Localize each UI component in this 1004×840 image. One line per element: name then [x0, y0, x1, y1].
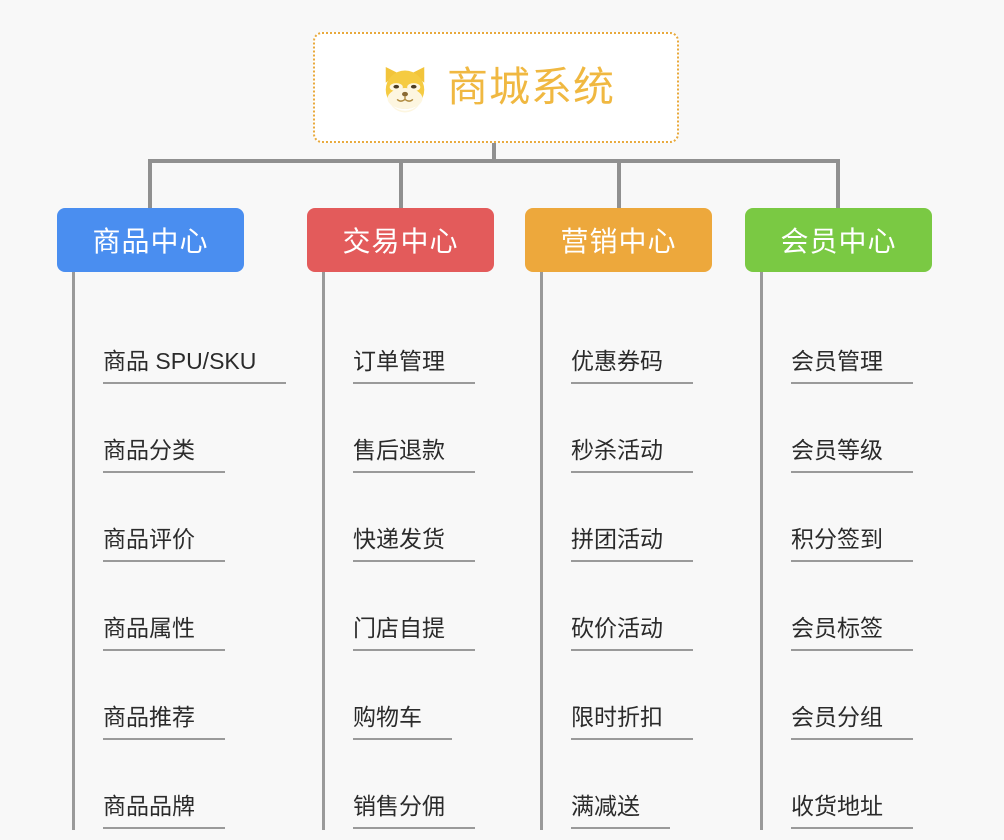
connector-drop-4	[836, 159, 840, 209]
list-item[interactable]: 限时折扣	[525, 651, 712, 740]
list-item[interactable]: 商品分类	[57, 384, 244, 473]
list-item[interactable]: 快递发货	[307, 473, 494, 562]
leaf-label: 商品属性	[103, 617, 225, 651]
list-item[interactable]: 商品推荐	[57, 651, 244, 740]
leaf-label: 会员分组	[791, 706, 913, 740]
list-item[interactable]: 会员等级	[745, 384, 932, 473]
list-item[interactable]: 商品属性	[57, 562, 244, 651]
list-item[interactable]: 售后退款	[307, 384, 494, 473]
leaf-label: 售后退款	[353, 439, 475, 473]
leaf-label: 商品品牌	[103, 795, 225, 829]
list-item[interactable]: 会员分组	[745, 651, 932, 740]
connector-drop-2	[399, 159, 403, 209]
leaf-label: 商品评价	[103, 528, 225, 562]
branch-body-1: 商品 SPU/SKU 商品分类 商品评价 商品属性 商品推荐 商品品牌	[57, 272, 287, 830]
leaf-label: 限时折扣	[571, 706, 693, 740]
leaf-label: 满减送	[571, 795, 670, 829]
leaf-label: 会员标签	[791, 617, 913, 651]
list-item[interactable]: 拼团活动	[525, 473, 712, 562]
branch-header-4[interactable]: 会员中心	[745, 208, 932, 272]
leaf-label: 购物车	[353, 706, 452, 740]
leaf-label: 销售分佣	[353, 795, 475, 829]
leaf-label: 订单管理	[353, 350, 475, 384]
list-item[interactable]: 订单管理	[307, 295, 494, 384]
list-item[interactable]: 收货地址	[745, 740, 932, 829]
branch-column-2: 交易中心 订单管理 售后退款 快递发货 门店自提 购物车 销售分佣	[307, 208, 494, 830]
list-item[interactable]: 积分签到	[745, 473, 932, 562]
list-item[interactable]: 商品品牌	[57, 740, 244, 829]
list-item[interactable]: 购物车	[307, 651, 494, 740]
list-item[interactable]: 会员标签	[745, 562, 932, 651]
branch-rail-2	[322, 272, 325, 830]
list-item[interactable]: 门店自提	[307, 562, 494, 651]
leaf-label: 优惠券码	[571, 350, 693, 384]
list-item[interactable]: 商品 SPU/SKU	[57, 295, 287, 384]
branch-rail-1	[72, 272, 75, 830]
list-item[interactable]: 秒杀活动	[525, 384, 712, 473]
list-item[interactable]: 优惠券码	[525, 295, 712, 384]
branch-header-2[interactable]: 交易中心	[307, 208, 494, 272]
connector-horizontal-bus	[148, 159, 840, 163]
branch-body-4: 会员管理 会员等级 积分签到 会员标签 会员分组 收货地址	[745, 272, 932, 830]
branch-rail-4	[760, 272, 763, 830]
connector-drop-3	[617, 159, 621, 209]
leaf-label: 收货地址	[791, 795, 913, 829]
shiba-dog-face-icon	[377, 60, 433, 116]
connector-drop-1	[148, 159, 152, 209]
branch-rail-3	[540, 272, 543, 830]
branch-column-3: 营销中心 优惠券码 秒杀活动 拼团活动 砍价活动 限时折扣 满减送	[525, 208, 712, 830]
leaf-label: 会员管理	[791, 350, 913, 384]
branch-header-3[interactable]: 营销中心	[525, 208, 712, 272]
leaf-label: 秒杀活动	[571, 439, 693, 473]
leaf-label: 门店自提	[353, 617, 475, 651]
branch-body-2: 订单管理 售后退款 快递发货 门店自提 购物车 销售分佣	[307, 272, 494, 830]
list-item[interactable]: 砍价活动	[525, 562, 712, 651]
root-title: 商城系统	[447, 64, 615, 110]
list-item[interactable]: 销售分佣	[307, 740, 494, 829]
list-item[interactable]: 会员管理	[745, 295, 932, 384]
leaf-label: 快递发货	[353, 528, 475, 562]
leaf-label: 砍价活动	[571, 617, 693, 651]
leaf-label: 商品推荐	[103, 706, 225, 740]
list-item[interactable]: 满减送	[525, 740, 712, 829]
branch-column-1: 商品中心 商品 SPU/SKU 商品分类 商品评价 商品属性 商品推荐 商品品牌	[57, 208, 287, 830]
list-item[interactable]: 商品评价	[57, 473, 244, 562]
branch-body-3: 优惠券码 秒杀活动 拼团活动 砍价活动 限时折扣 满减送	[525, 272, 712, 830]
leaf-label: 拼团活动	[571, 528, 693, 562]
leaf-label: 会员等级	[791, 439, 913, 473]
branch-header-1[interactable]: 商品中心	[57, 208, 244, 272]
leaf-label: 商品分类	[103, 439, 225, 473]
leaf-label: 积分签到	[791, 528, 913, 562]
leaf-label: 商品 SPU/SKU	[103, 350, 287, 384]
root-node[interactable]: 商城系统	[313, 32, 679, 143]
branch-column-4: 会员中心 会员管理 会员等级 积分签到 会员标签 会员分组 收货地址	[745, 208, 932, 830]
connector-root-stem	[492, 143, 496, 162]
